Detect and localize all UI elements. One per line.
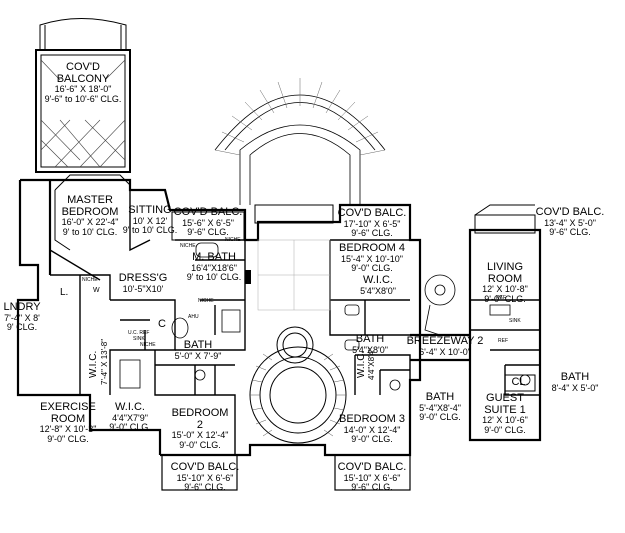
- label-covd-balc-right: COV'D BALC. 13'-4" X 5'-0" 9'-6" CLG.: [535, 206, 605, 237]
- stair-treads: [250, 353, 346, 437]
- label-niche-4: NICHE: [140, 342, 156, 348]
- label-living: LIVING ROOM 12' X 10'-8" 9'-0" CLG.: [482, 261, 528, 304]
- label-sitting: SITTING 10' X 12' 9' to 10' CLG.: [122, 204, 178, 235]
- label-niche-2: NICHE: [180, 243, 196, 249]
- covd-balc-b3-outline: [334, 454, 411, 491]
- label-bedroom4: BEDROOM 4 15'-4" X 10'-10" 9'-0" CLG.: [338, 242, 406, 273]
- label-uc-ref: U.C. REF: [128, 330, 150, 336]
- label-breezeway: BREEZEWAY 2 6'-4" X 10'-0": [406, 335, 484, 357]
- label-wic-b3-dim: 4'4"X8'4": [367, 348, 376, 380]
- covd-balc-right-outline: [474, 204, 536, 234]
- label-wic-small: W.I.C. 4'4"X7'9" 9'-0" CLG.: [109, 401, 151, 432]
- label-exercise: EXERCISE ROOM 12'-8" X 10'-3" 9'-0" CLG.: [39, 401, 97, 444]
- label-sink-living: SINK: [509, 318, 521, 324]
- label-cl-guest: CL.: [511, 376, 529, 388]
- label-bath-b4: BATH 5'4"X8'0": [352, 333, 388, 355]
- label-ref-guest: REF: [498, 338, 508, 344]
- interior-walls: [49, 180, 540, 455]
- label-wic-left-dim: 7'-4" X 13'-8": [100, 338, 109, 385]
- label-covd-balc-1: COV'D BALC. 15'-6" X 6'-5" 9'-6" CLG.: [173, 206, 243, 237]
- label-closet-c: C: [158, 318, 166, 330]
- label-master-bedroom: MASTER BEDROOM 16'-0" X 22'-4" 9' to 10'…: [61, 194, 119, 237]
- covd-balcony-top-outline: [35, 18, 131, 173]
- label-lc: L.: [60, 287, 69, 298]
- central-staircase: [249, 326, 347, 444]
- label-covd-balc-b3: COV'D BALC. 15'-10" X 6'-6" 9'-6" CLG.: [337, 461, 407, 492]
- label-bath-mid: BATH 5'-0" X 7'-9": [174, 339, 222, 361]
- label-m-bath: M. BATH 16'4"X18'6" 9' to 10' CLG.: [186, 251, 242, 282]
- label-niche-3: NICHE: [198, 298, 214, 304]
- fireplace-block: [245, 270, 251, 284]
- label-covd-balcony-top: COV'D BALCONY 16'-6" X 18'-0" 9'-6" to 1…: [44, 61, 122, 104]
- label-wic-b4: W.I.C. 5'4"X8'0": [360, 274, 396, 296]
- label-niche-5: NICHE: [225, 237, 241, 243]
- balcony-lattice: [40, 59, 126, 168]
- label-sink-mid: SINK: [133, 336, 145, 342]
- label-covd-balc-b4: COV'D BALC. 17'-10" X 6'-5" 9'-6" CLG.: [337, 207, 407, 238]
- covd-balc-b2-outline: [161, 454, 238, 491]
- label-bath-b3: BATH 5'-4"X8'-4" 9'-0" CLG.: [419, 391, 461, 422]
- pergola-rafters: [214, 78, 386, 156]
- label-washer: W: [93, 287, 100, 294]
- label-dressg: DRESS'G 10'-5"X10': [118, 272, 168, 294]
- label-niche-1: NICHE: [82, 277, 98, 283]
- spiral-stair: [424, 274, 456, 336]
- label-bedroom3: BEDROOM 3 14'-0" X 12'-4" 9'-0" CLG.: [338, 413, 406, 444]
- label-lndry: LNDRY 7'-4" X 8' 9' CLG.: [3, 301, 41, 332]
- label-covd-balc-b2: COV'D BALC. 15'-10" X 6'-6" 9'-6" CLG.: [170, 461, 240, 492]
- fixtures: [119, 242, 531, 391]
- label-bedroom2: BEDROOM 2 15'-0" X 12'-4" 9'-0" CLG.: [171, 407, 229, 450]
- label-bath-guest: BATH 8'-4" X 5'-0": [551, 371, 599, 393]
- pergola: [214, 94, 386, 205]
- label-wic-b3: W.I.C.: [356, 350, 367, 378]
- open-area-grid: [257, 239, 331, 311]
- label-ahu: AHU: [188, 314, 199, 320]
- label-wic-left: W.I.C.: [88, 350, 99, 378]
- label-ref-living: REF: [496, 295, 506, 301]
- label-guest: GUEST SUITE 1 12' X 10'-6" 9'-0" CLG.: [482, 392, 528, 435]
